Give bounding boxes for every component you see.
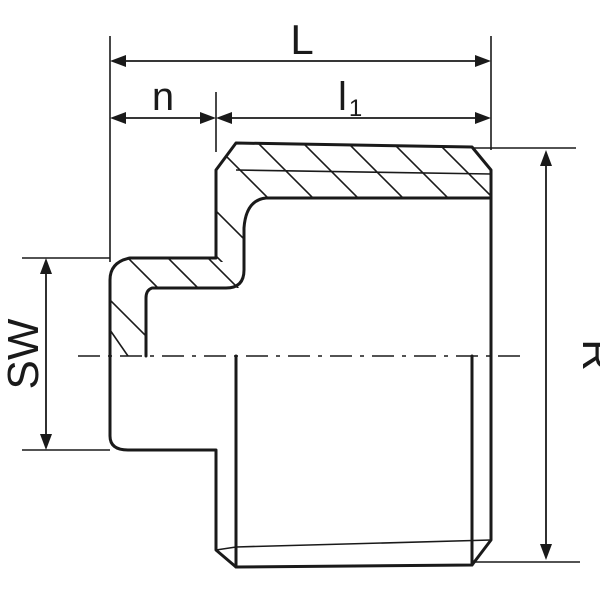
- dim-label-n: n: [152, 75, 174, 119]
- thread-corner-right: [471, 539, 492, 566]
- dim-label-r: R: [573, 339, 600, 371]
- inner-bore-line: [144, 196, 493, 358]
- dim-label-l: L: [290, 16, 313, 63]
- dim-label-sw: SW: [0, 318, 48, 389]
- dim-r: R: [540, 150, 600, 560]
- thread-line-bottom: [235, 539, 492, 548]
- thread-line-top: [235, 169, 492, 175]
- dim-n: n: [110, 75, 216, 124]
- thread-corner-left: [215, 546, 237, 551]
- dim-sw: SW: [0, 258, 52, 450]
- dim-l: L: [110, 16, 491, 67]
- dim-l1: l1: [216, 75, 491, 124]
- dim-label-l1: l1: [338, 75, 362, 122]
- small-end-chamfer: [109, 329, 129, 357]
- part-outline: [108, 141, 493, 569]
